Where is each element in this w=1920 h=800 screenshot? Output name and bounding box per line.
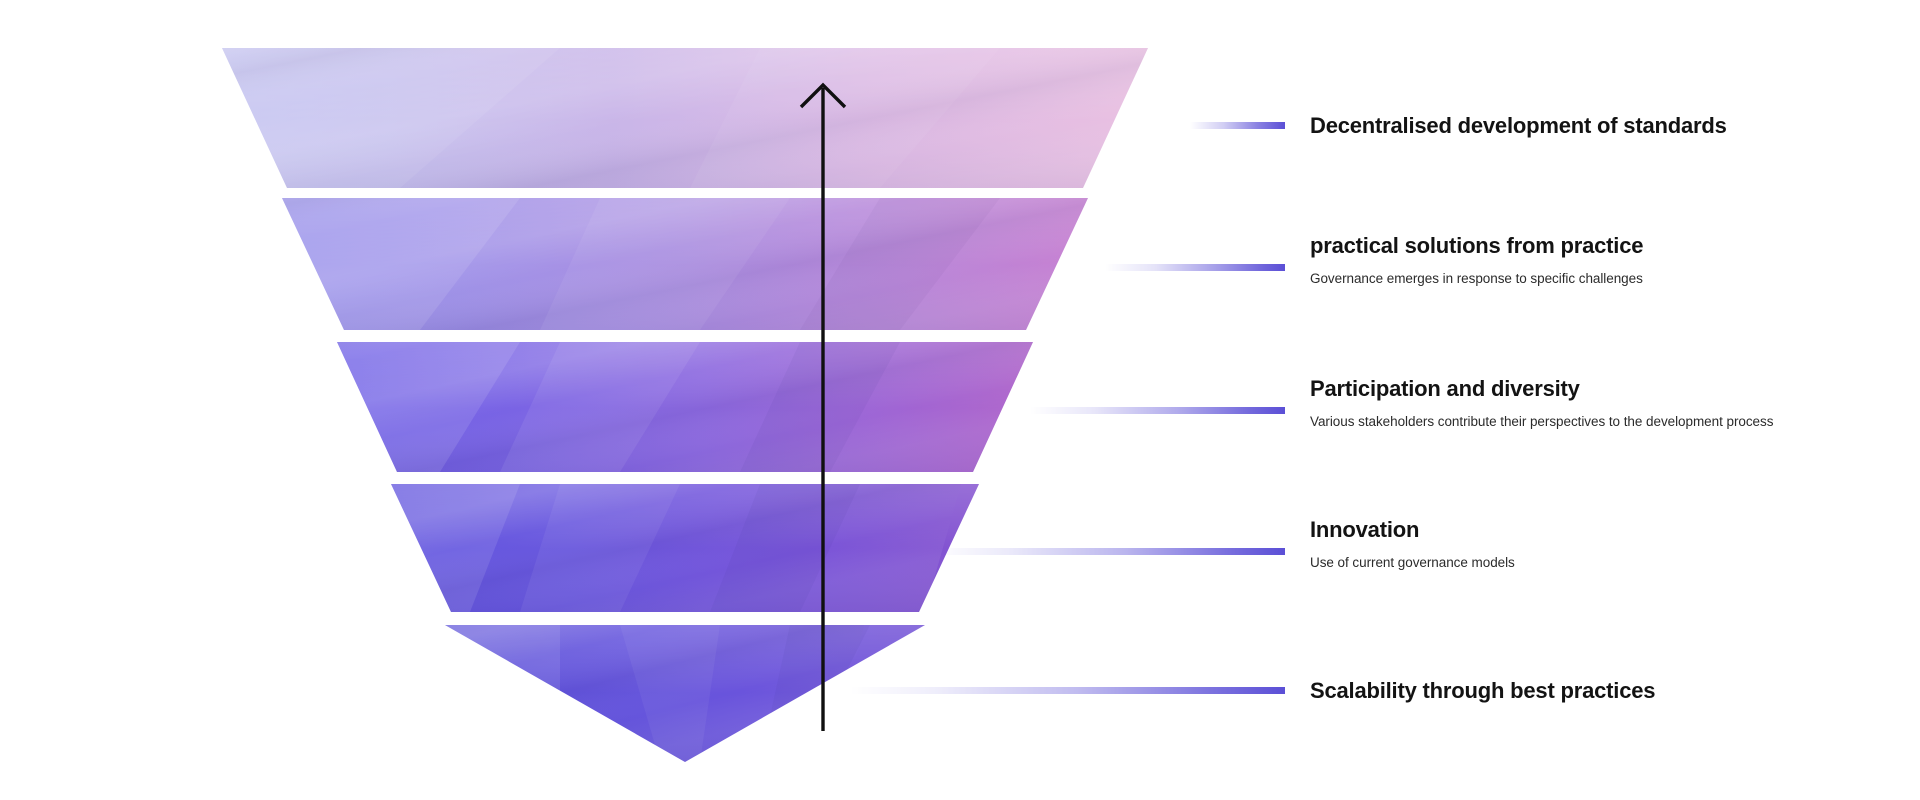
funnel-band-1 (222, 48, 1148, 188)
legend-text-block-1: Decentralised development of standards (1310, 113, 1910, 139)
legend-title-5: Scalability through best practices (1310, 678, 1656, 703)
legend-title-2: practical solutions from practice (1310, 233, 1644, 258)
legend-subtitle-3: Various stakeholders contribute their pe… (1310, 414, 1774, 429)
funnel-band-3 (337, 342, 1033, 472)
connector-line-3 (1030, 407, 1285, 414)
legend-text-block-3: Participation and diversity Various stak… (1310, 376, 1910, 431)
legend-title-4: Innovation (1310, 517, 1420, 542)
legend-subtitle-4: Use of current governance models (1310, 555, 1515, 570)
connector-line-5 (850, 687, 1285, 694)
legend-text-block-2: practical solutions from practice Govern… (1310, 233, 1910, 288)
legend-title-1: Decentralised development of standards (1310, 113, 1727, 138)
connector-line-2 (1105, 264, 1285, 271)
legend-subtitle-2: Governance emerges in response to specif… (1310, 271, 1643, 286)
legend-text-block-5: Scalability through best practices (1310, 678, 1910, 704)
connector-line-4 (930, 548, 1285, 555)
connector-line-1 (1190, 122, 1285, 129)
legend-text-block-4: Innovation Use of current governance mod… (1310, 517, 1910, 572)
funnel-band-2 (282, 198, 1088, 330)
legend-title-3: Participation and diversity (1310, 376, 1580, 401)
